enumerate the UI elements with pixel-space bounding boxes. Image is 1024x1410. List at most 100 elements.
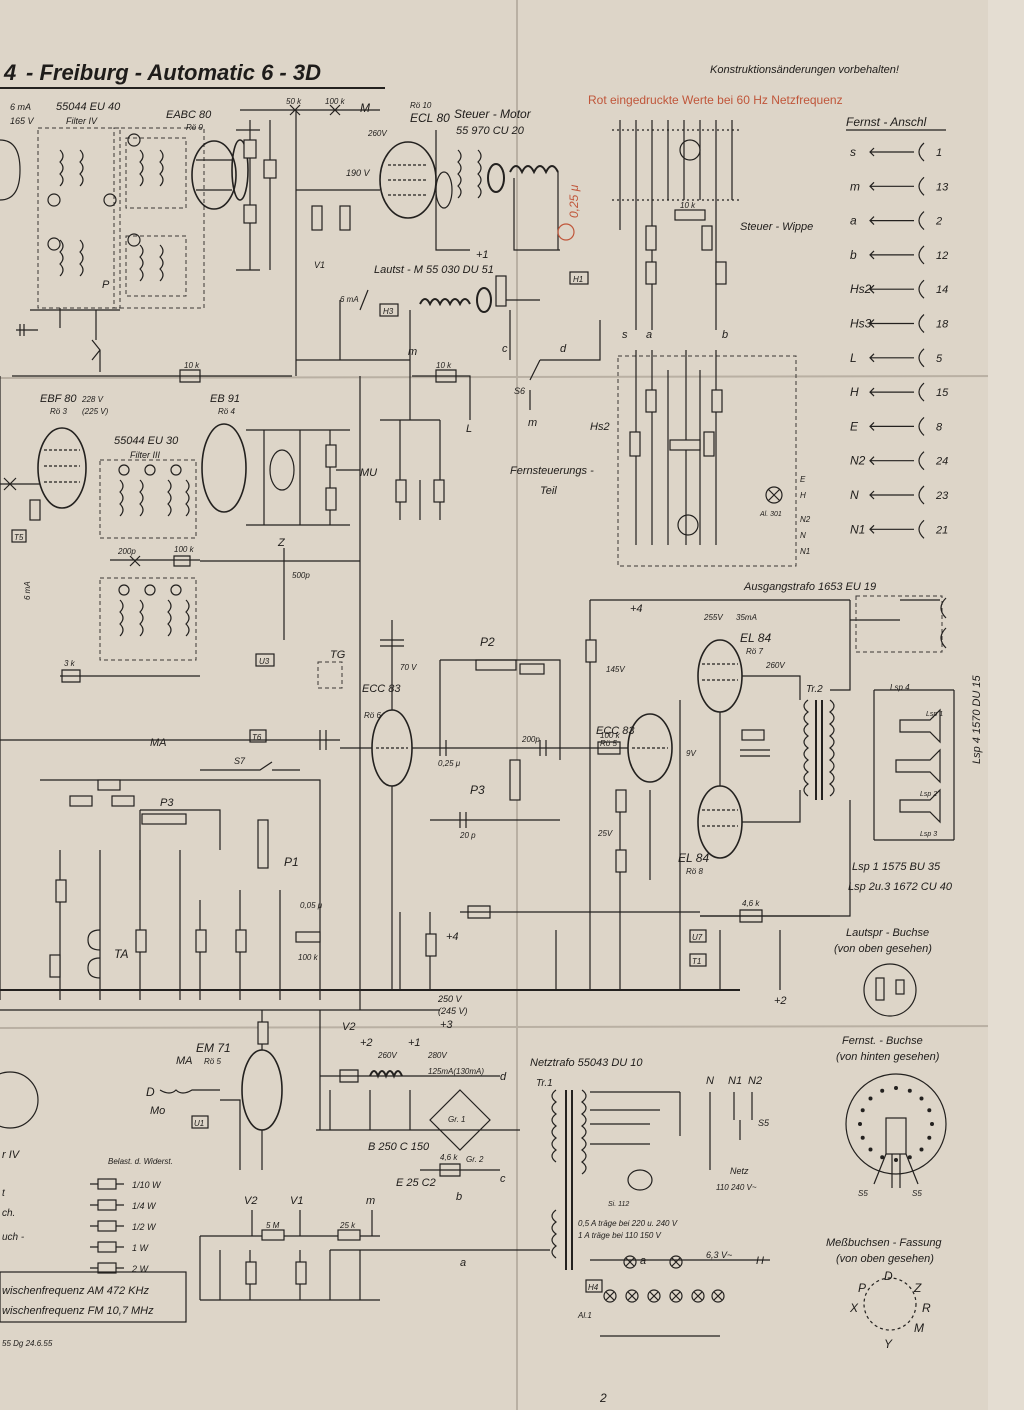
value-255v: 255V: [703, 613, 723, 622]
socket-pin-a: [875, 977, 885, 1001]
ref-circle-1: [144, 584, 156, 596]
ecc83b-input: [580, 741, 628, 755]
pin-n-bottom: N: [706, 1075, 714, 1087]
r10k-a: 10 k: [184, 361, 200, 370]
pin-d-em71: D: [146, 1085, 155, 1099]
pilot-lamp: [625, 1289, 639, 1303]
pin-p3-left: P3: [160, 797, 174, 809]
label-gr1: Gr. 1: [448, 1115, 465, 1124]
value-280v: 280V: [427, 1051, 447, 1060]
coil-c: [139, 149, 164, 187]
filter3-coils: [119, 479, 190, 517]
res-eabc-c: [263, 159, 277, 179]
pin-m-top: M: [360, 101, 370, 115]
value-25v: 25V: [597, 829, 613, 838]
label-tr2: Tr.2: [806, 684, 823, 695]
wire-200p-b: [480, 740, 580, 756]
tr1-taps: [590, 1091, 681, 1145]
pin-p3-right: P3: [470, 783, 485, 797]
pin-plus2-psu: +2: [360, 1037, 373, 1049]
tr2-leads: [700, 599, 940, 917]
ref-circle-73: [170, 464, 182, 476]
wire-46k: [700, 909, 830, 923]
fernst-pin-e: E: [800, 475, 806, 484]
e25-label: E 25 C2: [396, 1177, 436, 1189]
value-005-lower: 0,05 μ: [300, 901, 323, 910]
tag-h1: [569, 271, 589, 285]
res-50k: [97, 779, 121, 791]
mains-leads: [709, 1092, 753, 1170]
pin-p2: P2: [480, 635, 495, 649]
fernst-row-jack: [918, 314, 925, 333]
value-500p: 500p: [292, 571, 310, 580]
fernst-row-jack: [918, 211, 925, 231]
fernst-row-label: H: [850, 385, 859, 399]
pin-m-bottom: m: [366, 1195, 375, 1207]
filter4-box-b: [113, 127, 205, 309]
pin-v1: V1: [314, 260, 325, 270]
tg-box: [317, 661, 343, 689]
pilot-lamp-cross: [693, 1291, 703, 1301]
motor-symbol: [487, 163, 505, 193]
wippe-cam: [679, 139, 701, 161]
partial-iuch: uch -: [2, 1232, 25, 1243]
fernst-row-pin: 12: [936, 250, 948, 262]
value-260v-ecl: 260V: [367, 129, 387, 138]
res-eb91-b: [325, 487, 337, 511]
fernst-row-label: L: [850, 351, 857, 365]
el84b-label: EL 84: [678, 851, 709, 865]
pilot-lamp: [711, 1289, 725, 1303]
ref-circle-2: [118, 584, 130, 596]
red-values-note: Rot eingedruckte Werte bei 60 Hz Netzfre…: [588, 93, 843, 107]
bottom-network: [199, 1210, 380, 1301]
zf-box: [0, 1271, 187, 1323]
date-stamp: 55 Dg 24.6.55: [2, 1339, 53, 1348]
wire-4k: [460, 905, 700, 919]
speaker-frame: [873, 689, 955, 841]
filter3-code: 55044 EU 30: [114, 435, 179, 447]
value-0025: 0,25 μ: [438, 759, 461, 768]
coil-a: [59, 149, 84, 187]
res-50k-p2: [519, 663, 545, 675]
lautspr-socket: [863, 963, 917, 1017]
fernst-row-label: E: [850, 419, 859, 433]
res-wippe-10k: [674, 209, 706, 221]
fuse-note-2: 1 A träge bei 110 150 V: [578, 1231, 662, 1240]
tr2-secondary: [829, 699, 835, 797]
value-70v: 70 V: [400, 663, 417, 672]
lamp-al301: [765, 486, 783, 504]
pin-v1-bottom: V1: [290, 1195, 303, 1207]
tone-rail-top: [40, 779, 321, 1000]
motor-coil: [457, 149, 482, 199]
pin-a-top: a: [646, 329, 652, 341]
pin-p1: P1: [284, 855, 299, 869]
label-t6: T6: [252, 733, 262, 742]
pin-n2-bottom: N2: [748, 1075, 762, 1087]
r10k-wippe: 10 k: [680, 201, 696, 210]
res-fernst-c: [669, 439, 701, 451]
tag-h3: [379, 303, 399, 317]
speaker-3: [899, 788, 941, 824]
res-fernst-e: [703, 431, 715, 457]
fernst-cam: [677, 514, 699, 536]
ta-jack: [87, 929, 101, 979]
wire-2k: [420, 1163, 500, 1177]
speaker-2: [895, 748, 941, 784]
fernst-socket-leads: [873, 1153, 919, 1188]
fernst-socket-pin: [919, 1147, 924, 1152]
pot-p3-right: [509, 759, 521, 801]
fernst-row-arrow: [869, 387, 914, 397]
res-wippe-r2: [715, 261, 727, 285]
mess-pin-x: X: [849, 1301, 859, 1315]
wippe-contacts: [619, 120, 733, 330]
ecl80-label: ECL 80: [410, 111, 450, 125]
legs-plus2: [719, 930, 781, 990]
r10k-b: 10 k: [436, 361, 452, 370]
em71-jack: [159, 1089, 220, 1094]
res-5m: [261, 1229, 285, 1241]
res-fernst-a: [645, 389, 657, 413]
red-cap-025: 0,25 μ: [567, 184, 581, 218]
fernst-row-pin: 2: [935, 216, 942, 228]
wire-to-l: [460, 375, 471, 420]
